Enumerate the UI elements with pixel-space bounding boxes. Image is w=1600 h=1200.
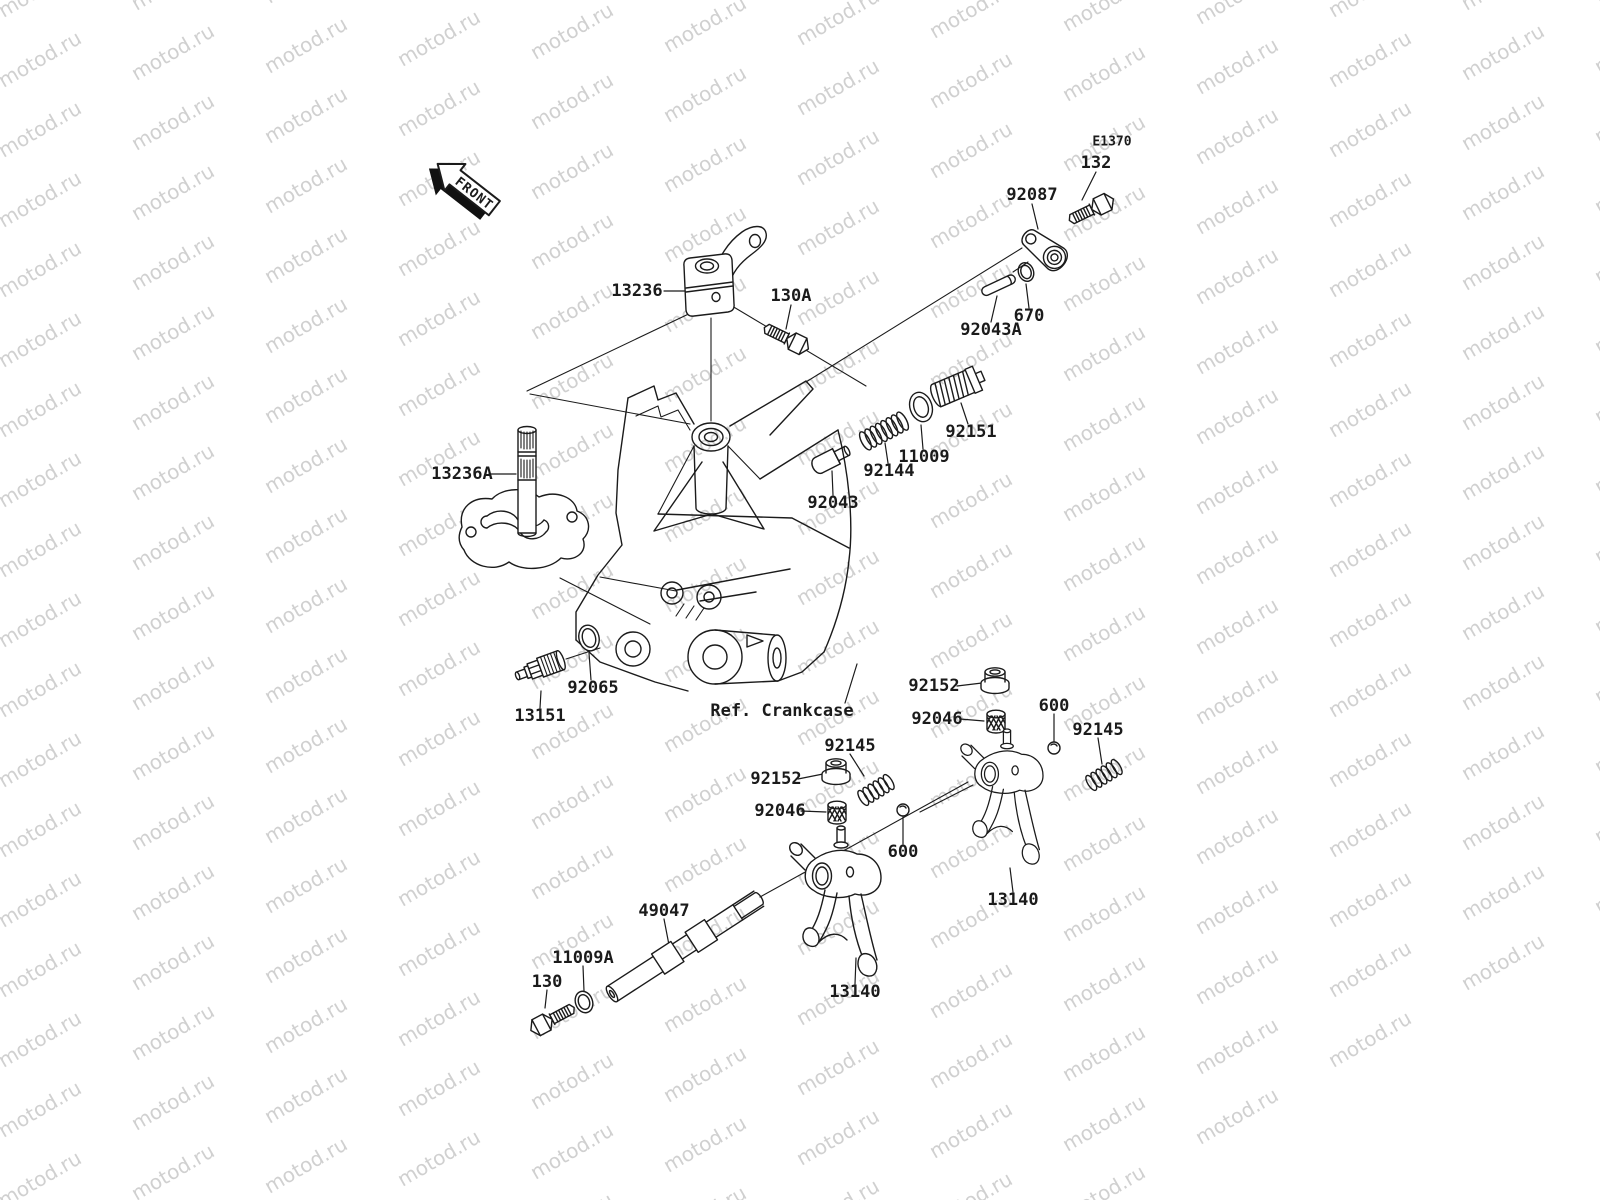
- switch-13151: [514, 647, 601, 681]
- leader-lines: [488, 171, 1103, 1009]
- bullet-92043: [811, 445, 851, 475]
- part-label-13236: 13236: [611, 281, 663, 301]
- pin-92043a: [981, 274, 1016, 297]
- part-label-92152l: 92152: [750, 769, 802, 789]
- shift-lever: [683, 225, 767, 317]
- part-label-11009a: 11009A: [552, 948, 614, 968]
- o-ring-92065: [578, 624, 600, 652]
- o-ring-670: [1017, 262, 1035, 282]
- part-label-92145l: 92145: [824, 736, 876, 756]
- part-label-130a: 130A: [770, 286, 812, 306]
- part-label-600r: 600: [1038, 696, 1070, 716]
- part-label-e1370: E1370: [1092, 134, 1132, 150]
- plug-92151: [929, 365, 986, 408]
- part-label-92087: 92087: [1006, 185, 1058, 205]
- part-label-670: 670: [1013, 306, 1045, 326]
- part-label-49047: 49047: [638, 901, 690, 921]
- part-label-13236a: 13236A: [431, 464, 493, 484]
- part-label-92046l: 92046: [754, 801, 806, 821]
- assembly-axis-lines: [526, 247, 1029, 898]
- part-label-92046r: 92046: [911, 709, 963, 729]
- part-label-92151: 92151: [945, 422, 997, 442]
- part-label-13151: 13151: [514, 706, 566, 726]
- part-label-92144: 92144: [863, 461, 915, 481]
- part-label-132: 132: [1080, 153, 1112, 173]
- part-label-600l: 600: [887, 842, 919, 862]
- part-label-13140l: 13140: [829, 982, 881, 1002]
- part-label-13140r: 13140: [987, 890, 1039, 910]
- part-label-92043a: 92043A: [960, 320, 1022, 340]
- shift-shaft-13236a: [517, 425, 537, 538]
- part-label-92152r: 92152: [908, 676, 960, 696]
- part-label-92043: 92043: [807, 493, 859, 513]
- part-label-11009: 11009: [898, 447, 950, 467]
- washer-11009: [908, 391, 934, 423]
- washer-11009a: [574, 990, 594, 1014]
- part-label-92145r: 92145: [1072, 720, 1124, 740]
- part-label-ref-crankcase: Ref. Crankcase: [710, 701, 854, 721]
- part-label-92065: 92065: [567, 678, 619, 698]
- shift-rod-49047: [605, 890, 765, 1003]
- crankcase: [575, 380, 852, 692]
- shift-mechanism-92087: [1021, 229, 1068, 272]
- part-label-130: 130: [531, 972, 563, 992]
